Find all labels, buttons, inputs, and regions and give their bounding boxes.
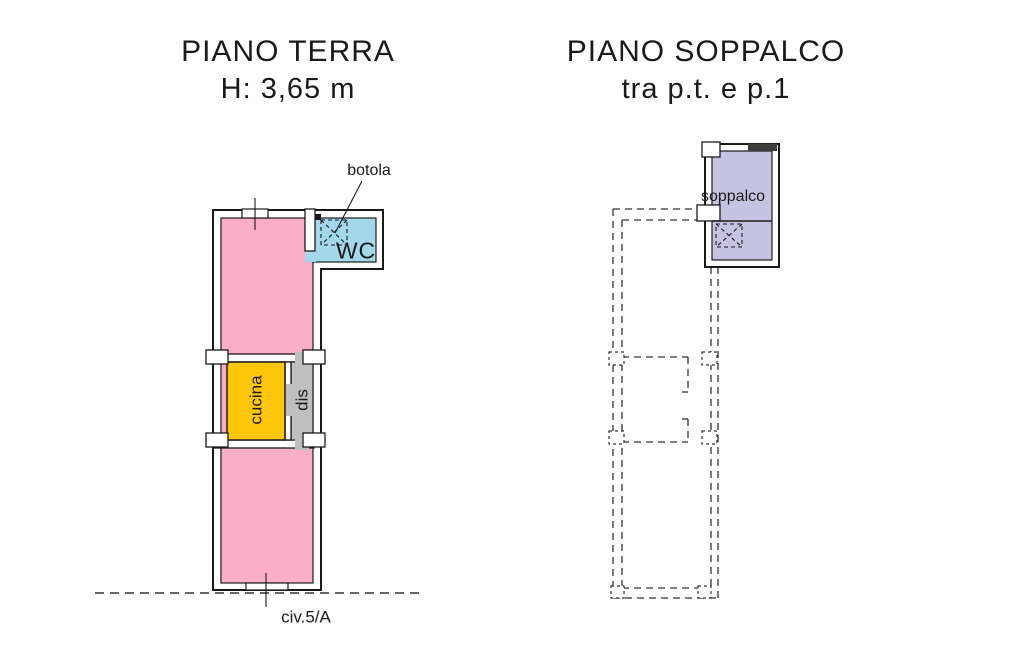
ground-floor-height: H: 3,65 m — [220, 73, 356, 105]
ground-floor-plan — [95, 180, 420, 607]
pillar — [302, 432, 326, 448]
pillar-dashed — [608, 351, 625, 366]
wc-partition-wall — [304, 208, 316, 252]
pillar — [205, 432, 229, 448]
lintel — [748, 144, 777, 151]
pillar-dashed — [608, 430, 625, 445]
ground-floor-title: PIANO TERRA — [181, 35, 395, 68]
trapdoor-hatch-icon — [715, 223, 743, 248]
pillar — [302, 349, 326, 365]
soppalco-label: soppalco — [700, 188, 766, 205]
pillar-dashed — [610, 585, 625, 599]
ground-floor-title-block: PIANO TERRA H: 3,65 m — [181, 33, 395, 107]
pillar-dashed — [701, 430, 718, 445]
pillar — [701, 141, 721, 158]
kitchen-door-gap — [284, 384, 292, 416]
pillar-dashed — [701, 351, 718, 366]
hallway-label: dis — [292, 389, 312, 411]
mezzanine-title-block: PIANO SOPPALCO tra p.t. e p.1 — [567, 33, 846, 107]
room-kitchen — [226, 361, 286, 441]
botola-leader-line — [334, 180, 363, 234]
civic-number-label: civ.5/A — [281, 607, 331, 627]
trapdoor-hatch-icon — [320, 219, 348, 246]
mezzanine-plan — [608, 141, 780, 599]
dashed-floor-outline — [608, 208, 719, 599]
pillar-dashed — [697, 585, 712, 599]
kitchen-label: cucina — [246, 375, 266, 425]
wall-stub — [696, 204, 721, 222]
mezzanine-title: PIANO SOPPALCO — [566, 35, 846, 68]
wc-label: WC — [335, 237, 377, 264]
wall-corner-dot — [315, 214, 321, 220]
pillar — [205, 349, 229, 365]
wc-doorway — [305, 251, 316, 262]
mezzanine-subtitle: tra p.t. e p.1 — [621, 73, 791, 105]
entrance-door — [245, 573, 289, 607]
botola-label: botola — [347, 162, 391, 179]
window — [241, 198, 269, 230]
